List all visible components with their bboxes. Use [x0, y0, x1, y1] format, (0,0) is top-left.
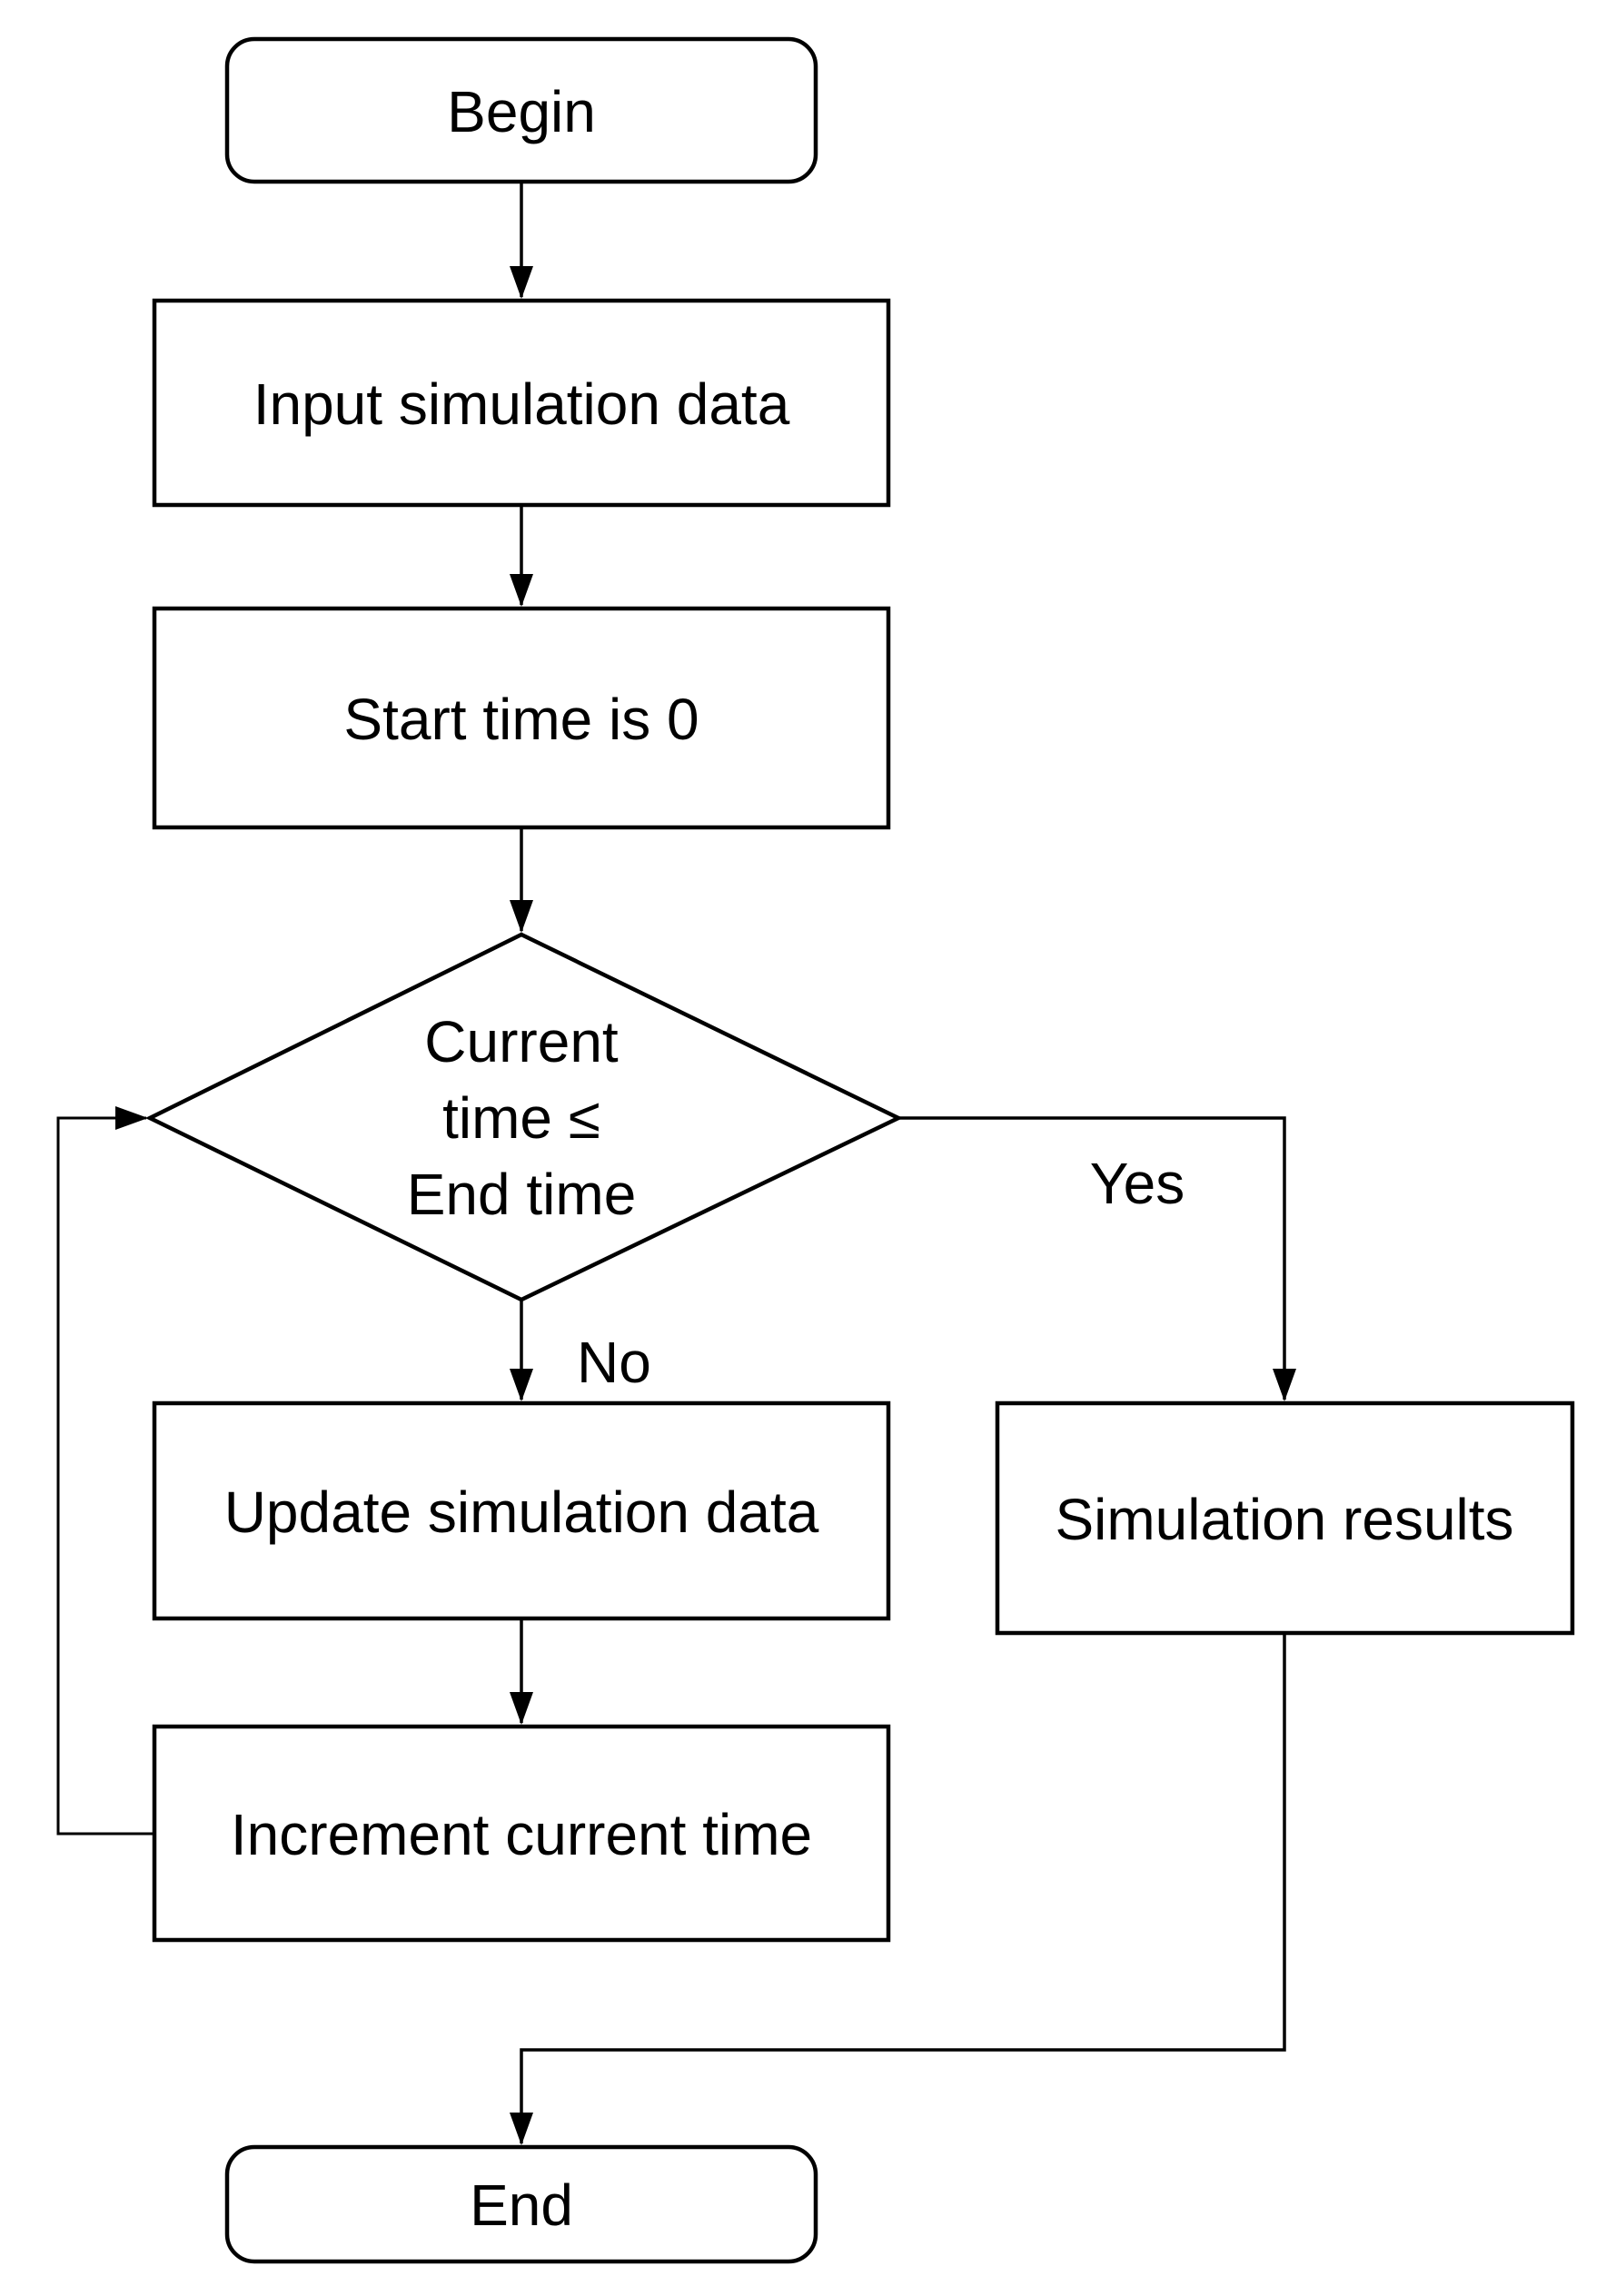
edge-results-to-end: [510, 1633, 1286, 2145]
node-input-simulation-data-shape: [152, 298, 891, 508]
node-time-check-decision: Current time ≤ End time: [144, 932, 904, 1302]
node-start-time-shape: [152, 606, 891, 830]
node-increment-current-time: Increment current time: [152, 1724, 891, 1943]
node-start-time: Start time is 0: [152, 606, 891, 830]
edge-decision-yes-to-results: [898, 1116, 1296, 1401]
node-begin: Begin: [224, 36, 818, 184]
edge-label-yes: Yes: [1090, 1151, 1185, 1216]
node-time-check-decision-shape: [144, 932, 904, 1302]
node-increment-current-time-label: Increment current time: [231, 1802, 812, 1867]
node-time-check-line-1: Current: [424, 1009, 619, 1074]
node-end: End: [224, 2144, 818, 2264]
node-update-simulation-data-label: Update simulation data: [224, 1480, 819, 1545]
node-update-simulation-data-shape: [152, 1400, 891, 1621]
node-begin-shape: [224, 36, 818, 184]
node-end-label: End: [470, 2172, 573, 2238]
node-increment-current-time-shape: [152, 1724, 891, 1943]
node-start-time-label: Start time is 0: [343, 687, 699, 752]
node-simulation-results-shape: [995, 1400, 1575, 1636]
node-simulation-results: Simulation results: [995, 1400, 1575, 1636]
node-time-check-line-2: time ≤: [442, 1085, 600, 1151]
node-time-check-line-3: End time: [407, 1162, 637, 1227]
edge-increment-loop-to-decision: [56, 1106, 154, 1836]
node-input-simulation-data: Input simulation data: [152, 298, 891, 508]
node-simulation-results-label: Simulation results: [1055, 1487, 1513, 1552]
edge-label-no: No: [577, 1330, 651, 1395]
node-input-simulation-data-label: Input simulation data: [253, 371, 790, 437]
node-end-shape: [224, 2144, 818, 2264]
node-update-simulation-data: Update simulation data: [152, 1400, 891, 1621]
node-begin-label: Begin: [447, 79, 596, 144]
